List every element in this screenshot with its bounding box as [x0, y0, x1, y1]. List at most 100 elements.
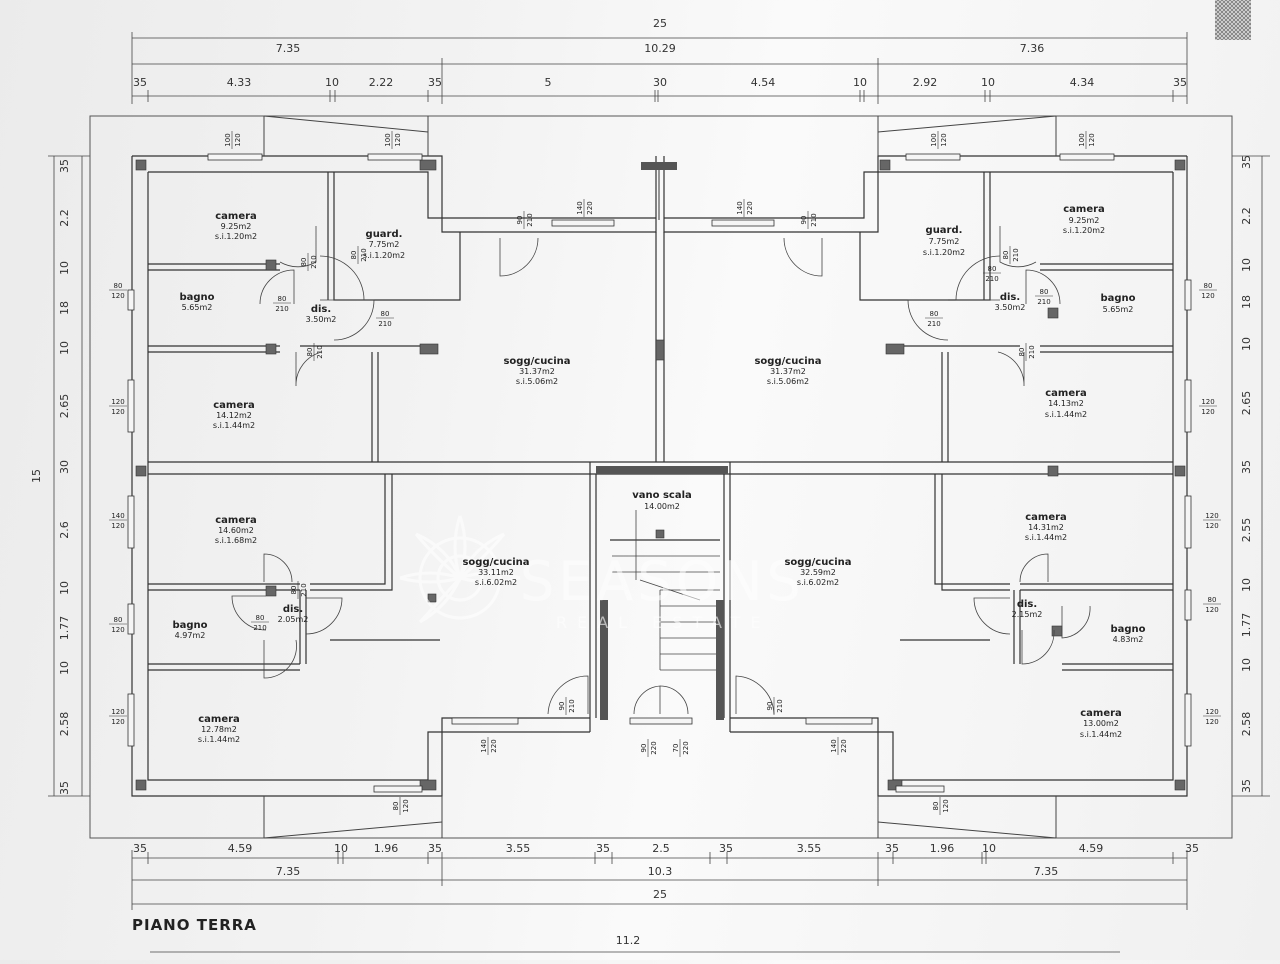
opening-width: 140	[111, 512, 124, 520]
svg-text:camera: camera	[1063, 204, 1105, 215]
opening-width: 90	[558, 702, 566, 711]
dim-bottom-seg: 3.55	[797, 842, 822, 855]
dim-left-seg: 35	[58, 159, 71, 173]
dim-top-seg: 4.34	[1070, 76, 1095, 89]
svg-text:camera: camera	[1025, 512, 1067, 523]
dim-left-seg: 10	[58, 661, 71, 675]
dim-right-seg: 10	[1240, 578, 1253, 592]
dim-right-seg: 2.65	[1240, 391, 1253, 416]
stair-wall-left	[600, 600, 608, 720]
opening-height: 120	[111, 408, 124, 416]
room-label: dis. 2.15m2	[1012, 599, 1043, 619]
svg-text:32.59m2: 32.59m2	[800, 568, 836, 577]
opening-height: 120	[111, 292, 124, 300]
svg-text:dis.: dis.	[283, 604, 303, 615]
room-labels: camera 9.25m2 s.i.1.20m2 guard. 7.75m2 s…	[172, 204, 1145, 744]
svg-text:9.25m2: 9.25m2	[221, 222, 252, 231]
dim-bottom-left: 7.35	[276, 865, 301, 878]
svg-text:sogg/cucina: sogg/cucina	[462, 557, 529, 568]
opening-width: 80	[1040, 288, 1049, 296]
svg-text:s.i.1.44m2: s.i.1.44m2	[213, 421, 255, 430]
svg-text:bagno: bagno	[172, 620, 207, 631]
opening-height: 220	[682, 741, 690, 754]
bottom-dimension-labels: 35 4.59 10 1.96 35 3.55 35 2.5 35 3.55 3…	[133, 842, 1199, 947]
opening-height: 220	[650, 741, 658, 754]
svg-text:s.i.6.02m2: s.i.6.02m2	[797, 578, 839, 587]
left-dimension-labels: 15 35 2.2 10 18 10 2.65 30 2.6 10 1.77 1…	[30, 159, 71, 795]
svg-text:3.50m2: 3.50m2	[995, 303, 1026, 312]
svg-text:camera: camera	[198, 714, 240, 725]
dim-left-seg: 1.77	[58, 616, 71, 641]
opening-width: 90	[800, 216, 808, 225]
room-label: sogg/cucina 32.59m2 s.i.6.02m2	[784, 557, 851, 587]
room-label: camera 9.25m2 s.i.1.20m2	[215, 211, 257, 241]
dim-bottom-seg: 10	[334, 842, 348, 855]
dim-left-total: 15	[30, 469, 43, 483]
svg-text:vano scala: vano scala	[632, 490, 692, 501]
opening-width: 90	[516, 216, 524, 225]
svg-text:14.13m2: 14.13m2	[1048, 399, 1084, 408]
room-label: sogg/cucina 33.11m2 s.i.6.02m2	[462, 557, 529, 587]
dim-left-seg: 10	[58, 261, 71, 275]
chimney-marker	[641, 162, 677, 170]
site-boundary	[89, 115, 1233, 839]
watermark-logo-icon	[399, 515, 521, 624]
svg-text:2.15m2: 2.15m2	[1012, 610, 1043, 619]
dim-bottom-seg: 3.55	[506, 842, 531, 855]
stair-landing-beam	[596, 466, 728, 474]
room-label: camera 14.60m2 s.i.1.68m2	[215, 515, 257, 545]
dim-bottom-extra: 11.2	[616, 934, 641, 947]
right-dimensions	[1232, 155, 1270, 797]
dim-right-seg: 18	[1240, 295, 1253, 309]
dim-bottom-seg: 35	[596, 842, 610, 855]
watermark-tagline: REAL ESTATE	[556, 613, 771, 632]
svg-text:7.75m2: 7.75m2	[369, 240, 400, 249]
svg-text:14.60m2: 14.60m2	[218, 526, 254, 535]
left-dimensions	[48, 155, 90, 797]
dim-bottom-seg: 2.5	[652, 842, 670, 855]
svg-text:s.i.1.44m2: s.i.1.44m2	[1080, 730, 1122, 739]
dim-top-right: 7.36	[1020, 42, 1045, 55]
opening-height: 210	[310, 255, 318, 268]
opening-height: 210	[810, 213, 818, 226]
svg-text:s.i.1.20m2: s.i.1.20m2	[1063, 226, 1105, 235]
opening-width: 80	[256, 614, 265, 622]
dim-bottom-seg: 35	[133, 842, 147, 855]
dim-top-seg: 4.33	[227, 76, 252, 89]
room-label: dis. 3.50m2	[306, 304, 337, 324]
opening-width: 80	[114, 616, 123, 624]
svg-text:14.00m2: 14.00m2	[644, 502, 680, 511]
opening-width: 120	[111, 398, 124, 406]
opening-height: 220	[586, 201, 594, 214]
svg-text:guard.: guard.	[926, 225, 963, 236]
opening-height: 210	[1028, 345, 1036, 358]
svg-text:s.i.1.44m2: s.i.1.44m2	[1045, 410, 1087, 419]
dim-left-seg: 35	[58, 781, 71, 795]
opening-height: 210	[360, 248, 368, 261]
dim-bottom-seg: 35	[885, 842, 899, 855]
dim-left-seg: 2.58	[58, 712, 71, 737]
opening-width: 140	[576, 201, 584, 214]
opening-height: 120	[402, 799, 410, 812]
dim-top-seg: 35	[1173, 76, 1187, 89]
